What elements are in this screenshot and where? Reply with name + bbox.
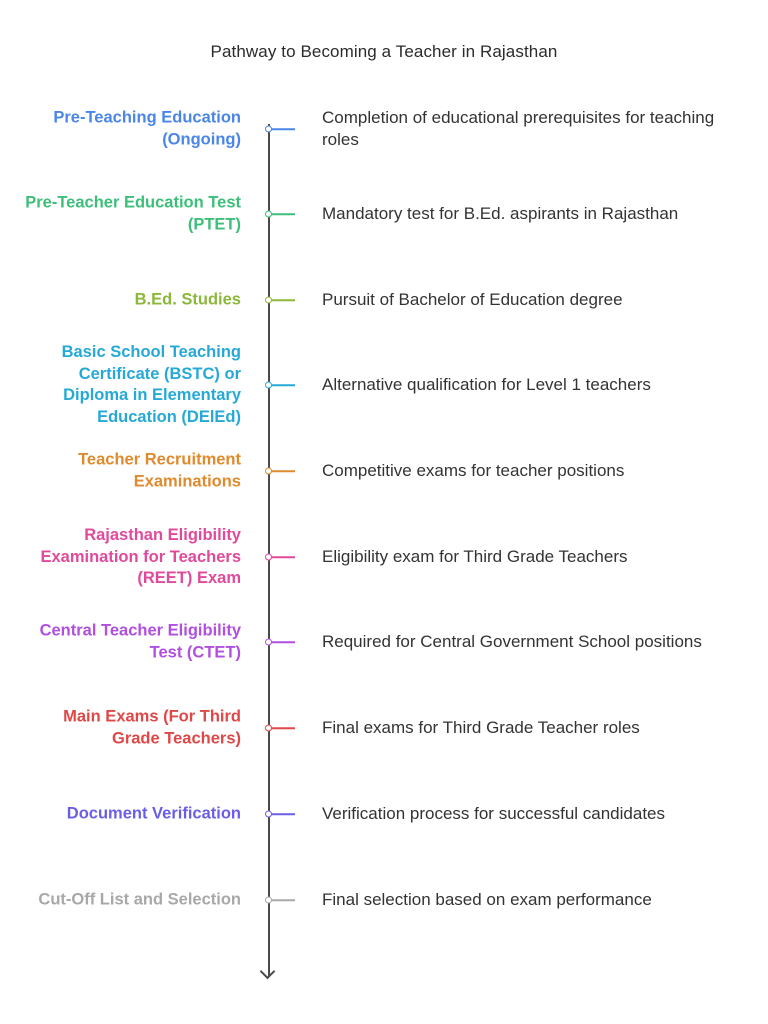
step-description: Final exams for Third Grade Teacher role… xyxy=(322,718,640,737)
step-connector xyxy=(271,556,295,558)
step-description: Competitive exams for teacher positions xyxy=(322,461,625,480)
step-description: Final selection based on exam performanc… xyxy=(322,890,652,909)
step-connector xyxy=(271,641,295,643)
step-description: Verification process for successful cand… xyxy=(322,804,666,823)
step-description: Mandatory test for B.Ed. aspirants in Ra… xyxy=(322,204,679,223)
step-connector xyxy=(271,384,295,386)
step-label: Cut-Off List and Selection xyxy=(38,890,241,909)
step-connector xyxy=(271,727,295,729)
step-connector xyxy=(271,213,295,215)
step-connector xyxy=(271,470,295,472)
step-label: Main Exams (For Third Grade Teachers) xyxy=(63,707,241,748)
step-label: Rajasthan Eligibility Examination for Te… xyxy=(40,525,241,587)
step-description: Alternative qualification for Level 1 te… xyxy=(322,375,651,394)
step-description: Eligibility exam for Third Grade Teacher… xyxy=(322,547,628,566)
step-connector xyxy=(271,899,295,901)
step-label: Basic School Teaching Certificate (BSTC)… xyxy=(61,343,241,426)
step-label: Teacher Recruitment Examinations xyxy=(78,450,241,491)
step-label: B.Ed. Studies xyxy=(134,290,241,309)
step-description: Required for Central Government School p… xyxy=(322,632,702,651)
step-description: Completion of educational prerequisites … xyxy=(322,108,715,149)
timeline-arrow-icon xyxy=(259,963,276,980)
step-connector xyxy=(271,299,295,301)
step-label: Pre-Teaching Education (Ongoing) xyxy=(53,108,241,149)
step-label: Document Verification xyxy=(66,804,241,823)
step-connector xyxy=(271,128,295,130)
step-description: Pursuit of Bachelor of Education degree xyxy=(322,290,623,309)
step-connector xyxy=(271,813,295,815)
diagram-title: Pathway to Becoming a Teacher in Rajasth… xyxy=(210,42,558,61)
step-label: Central Teacher Eligibility Test (CTET) xyxy=(39,621,241,662)
timeline-axis xyxy=(268,124,270,976)
step-label: Pre-Teacher Education Test (PTET) xyxy=(25,193,241,234)
